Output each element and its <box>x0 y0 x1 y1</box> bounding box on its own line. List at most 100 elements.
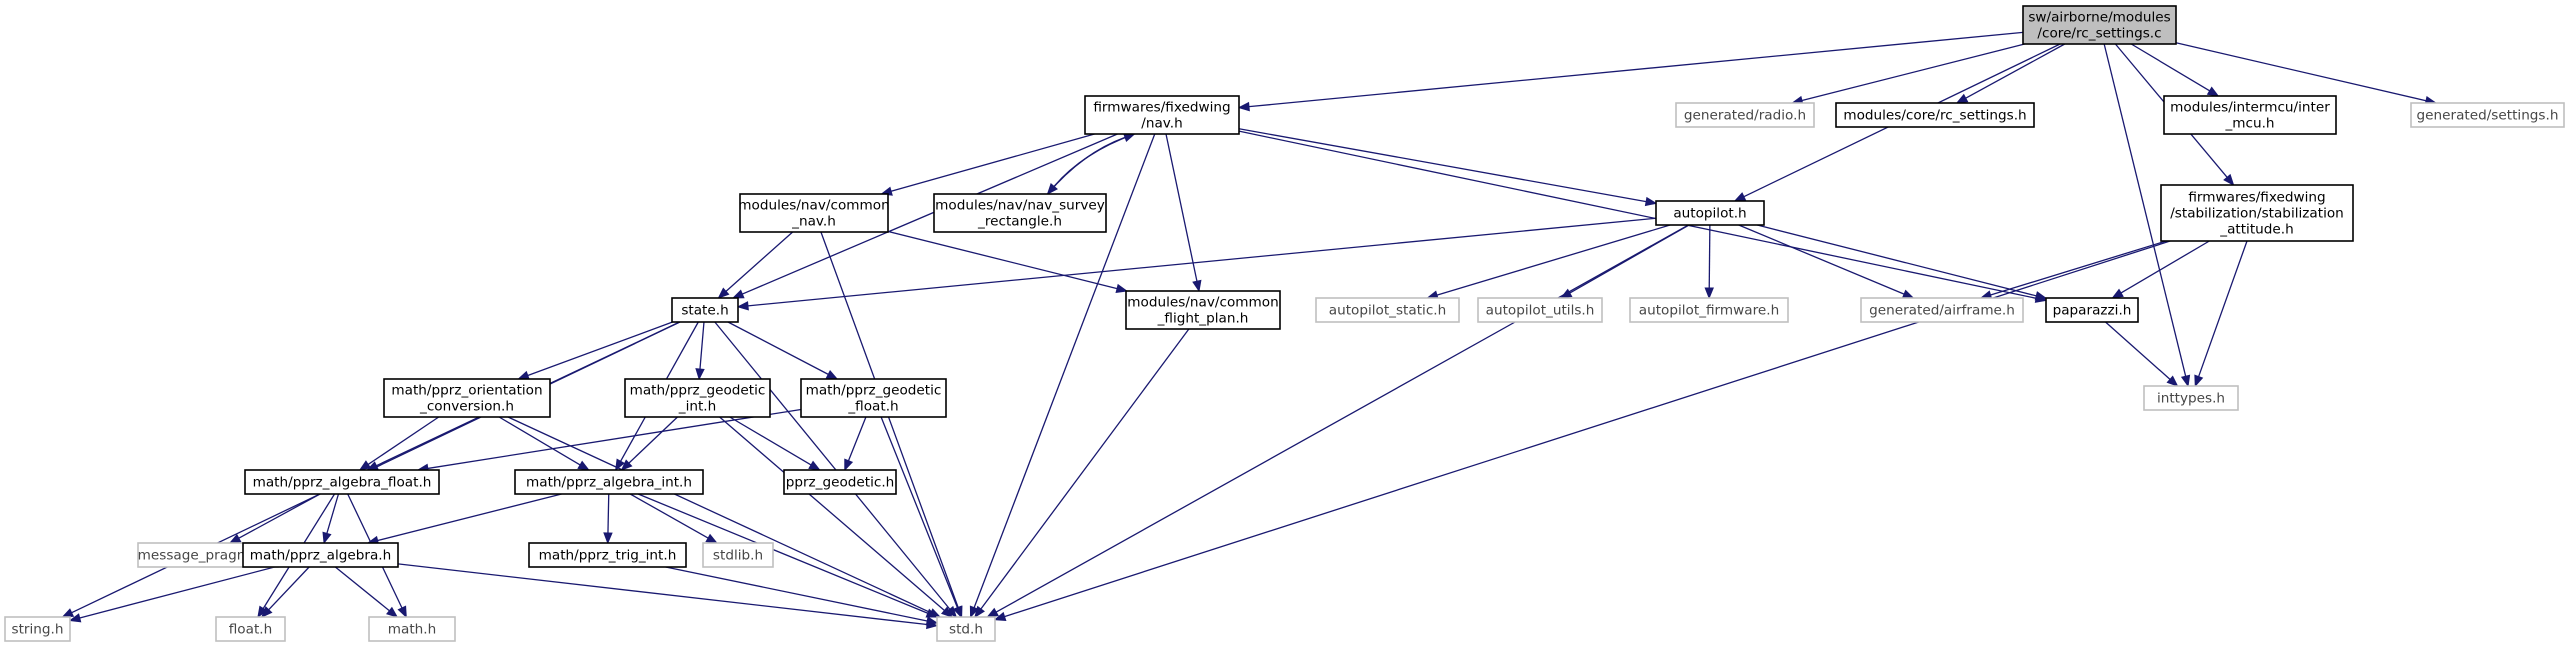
node-common-nav[interactable]: modules/nav/common_nav.h <box>738 193 890 233</box>
edge-arrowhead-root-to-autopilot <box>1733 192 1747 202</box>
node-settings: generated/settings.h <box>2410 102 2565 128</box>
edge-root-to-rc_settings_h <box>1965 43 2066 99</box>
node-box <box>1675 102 1815 128</box>
node-box <box>1315 297 1460 323</box>
edge-arrowhead-root-to-nav_h <box>1237 101 1250 112</box>
node-rc-settings-h[interactable]: modules/core/rc_settings.h <box>1835 102 2035 128</box>
node-alg-int[interactable]: math/pprz_algebra_int.h <box>514 469 704 495</box>
node-label: /core/rc_settings.c <box>2037 26 2161 42</box>
node-string: string.h <box>4 616 71 642</box>
node-label: _mcu.h <box>2224 116 2274 132</box>
edge-autopilot-to-airframe <box>1738 224 1905 295</box>
edge-stab_att-to-std <box>1004 240 2171 618</box>
edge-arrowhead-algebra-to-float <box>260 606 273 618</box>
edge-arrowhead-autopilot-to-std <box>986 607 999 618</box>
edge-arrowhead-stab_att-to-inttypes <box>2194 374 2204 388</box>
node-label: stdlib.h <box>713 548 763 564</box>
edge-nav_h-to-common_nav <box>890 133 1095 192</box>
node-box <box>244 469 440 495</box>
node-geo-int[interactable]: math/pprz_geodetic_int.h <box>624 378 771 418</box>
node-label: math/pprz_trig_int.h <box>539 548 677 564</box>
edge-arrowhead-geo_int-to-geodetic <box>808 460 821 471</box>
edge-state-to-geo_float <box>727 321 829 375</box>
node-root[interactable]: sw/airborne/modules/core/rc_settings.c <box>2022 5 2177 45</box>
node-label: generated/airframe.h <box>1869 303 2015 319</box>
edge-geo_int-to-geodetic <box>729 416 812 466</box>
node-geo-float[interactable]: math/pprz_geodetic_float.h <box>800 378 947 418</box>
edge-arrowhead-alg_float-to-math <box>397 605 407 619</box>
node-trig-int[interactable]: math/pprz_trig_int.h <box>528 542 687 568</box>
node-label: _attitude.h <box>2219 222 2293 238</box>
edge-alg_int-to-stdlib <box>629 493 709 539</box>
edges-layer <box>61 31 2438 630</box>
edge-arrowhead-geo_int-to-alg_int <box>620 459 633 471</box>
node-box <box>1860 297 2024 323</box>
node-nav-h[interactable]: firmwares/fixedwing/nav.h <box>1084 95 1240 135</box>
edge-nav_h-to-paparazzi <box>1238 130 2037 299</box>
node-label: _int.h <box>678 399 716 415</box>
edge-arrowhead-state-to-string <box>61 608 75 618</box>
edge-stab_att-to-inttypes <box>2198 240 2248 377</box>
node-label: math/pprz_algebra_int.h <box>526 475 692 491</box>
node-intermcu[interactable]: modules/intermcu/inter_mcu.h <box>2163 95 2337 135</box>
node-label: state.h <box>681 303 728 319</box>
node-box <box>2160 184 2354 242</box>
node-survey[interactable]: modules/nav/nav_survey_rectangle.h <box>933 193 1107 233</box>
node-paparazzi[interactable]: paparazzi.h <box>2045 297 2139 323</box>
edge-arrowhead-autopilot-to-airframe <box>1901 289 1915 299</box>
node-algebra[interactable]: math/pprz_algebra.h <box>242 542 399 568</box>
node-box <box>242 542 399 568</box>
node-label: modules/intermcu/inter <box>2170 100 2330 116</box>
node-airframe: generated/airframe.h <box>1860 297 2024 323</box>
node-box <box>368 616 456 642</box>
node-label: math/pprz_geodetic <box>630 383 766 399</box>
node-label: /stabilization/stabilization <box>2170 206 2344 222</box>
node-box <box>702 542 774 568</box>
edge-arrowhead-common_nav-to-flight_plan <box>1115 283 1129 294</box>
node-box <box>624 378 771 418</box>
node-ap-firmware: autopilot_firmware.h <box>1629 297 1789 323</box>
edge-algebra-to-float <box>268 566 310 611</box>
node-alg-float[interactable]: math/pprz_algebra_float.h <box>244 469 440 495</box>
node-box <box>936 616 996 642</box>
node-label: autopilot_firmware.h <box>1639 303 1779 319</box>
edge-arrowhead-geo_float-to-std <box>952 605 962 619</box>
edge-stab_att-to-paparazzi <box>2120 240 2210 294</box>
edge-arrowhead-root-to-stab_att <box>2223 173 2235 187</box>
node-label: firmwares/fixedwing <box>2188 190 2325 206</box>
edge-paparazzi-to-inttypes <box>2105 321 2171 380</box>
node-flight-plan[interactable]: modules/nav/common_flight_plan.h <box>1125 290 1281 330</box>
edge-state-to-std <box>714 321 951 610</box>
edge-arrowhead-trig_int-to-std <box>925 616 939 626</box>
edge-arrowhead-alg_float-to-float <box>257 605 268 619</box>
node-autopilot[interactable]: autopilot.h <box>1655 200 1765 226</box>
edge-alg_float-to-msg_pragmas <box>238 493 321 539</box>
edge-algebra-to-string <box>79 566 275 619</box>
edge-state-to-orient <box>527 321 673 377</box>
edge-arrowhead-nav_h-to-state <box>731 289 745 299</box>
node-box <box>1477 297 1603 323</box>
node-stab-att[interactable]: firmwares/fixedwing/stabilization/stabil… <box>2160 184 2354 242</box>
edge-alg_int-to-algebra <box>377 493 562 542</box>
node-box <box>671 297 739 323</box>
node-label: modules/core/rc_settings.h <box>1843 108 2026 124</box>
edge-stab_att-to-airframe <box>1990 240 2167 296</box>
node-box <box>2022 5 2177 45</box>
node-label: sw/airborne/modules <box>2028 10 2170 26</box>
edge-common_nav-to-std <box>820 231 959 608</box>
node-label: modules/nav/nav_survey <box>935 198 1105 214</box>
node-inttypes: inttypes.h <box>2143 385 2239 411</box>
edge-common_nav-to-flight_plan <box>887 230 1118 290</box>
node-label: autopilot_utils.h <box>1486 303 1595 319</box>
node-orient[interactable]: math/pprz_orientation_conversion.h <box>383 378 551 418</box>
edge-algebra-to-std <box>397 563 928 626</box>
edge-arrowhead-alg_int-to-stdlib <box>705 533 718 544</box>
node-state[interactable]: state.h <box>671 297 739 323</box>
edge-alg_int-to-trig_int <box>607 493 610 534</box>
edge-root-to-settings <box>2175 42 2427 102</box>
edge-geo_float-to-std <box>880 416 959 608</box>
edge-arrowhead-nav_h-to-autopilot <box>1644 196 1658 207</box>
node-label: _float.h <box>847 399 898 415</box>
edge-arrowhead-orient-to-alg_float <box>358 460 372 471</box>
node-geodetic[interactable]: pprz_geodetic.h <box>783 469 897 495</box>
